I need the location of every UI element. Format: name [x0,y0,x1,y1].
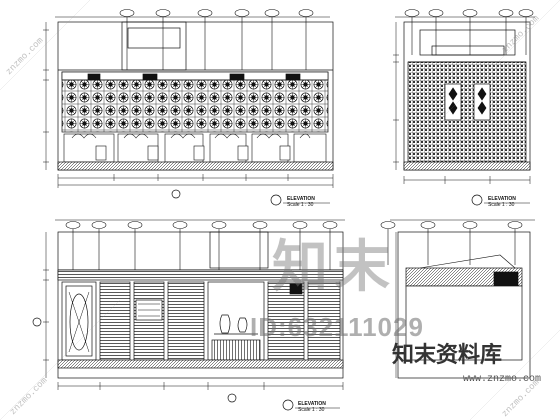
watermark-drawing-id: ID:632111029 [250,312,424,342]
elevation-a [43,9,334,206]
elevation-d [380,219,535,379]
elevation-a-title: ELEVATION [287,196,315,202]
elevation-a-scale: Scale 1 : 30 [287,202,314,208]
elevation-c-scale: Scale 1 : 30 [298,407,325,413]
elevation-b [393,9,535,206]
elevation-c-title: ELEVATION [298,401,326,407]
elevation-b-scale: Scale 1 : 30 [488,202,515,208]
elevation-a-label: ELEVATION Scale 1 : 30 [287,196,315,208]
elevation-c-label: ELEVATION Scale 1 : 30 [298,401,326,413]
elevation-b-title: ELEVATION [488,196,516,202]
elevation-c [32,219,345,411]
watermark-url: www.znzmo.com [463,374,542,385]
watermark-brand: 知末资料库 [392,342,503,367]
watermark-logo-text: 知末 [272,235,396,298]
elevation-b-label: ELEVATION Scale 1 : 30 [488,196,516,208]
